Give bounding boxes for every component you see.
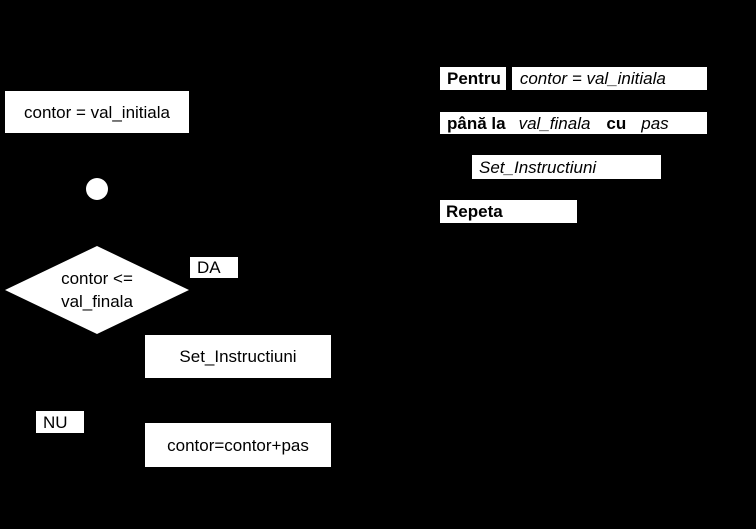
keyword-pentru: Pentru <box>447 69 501 88</box>
pseudocode-line-2: până la val_finala cu pas <box>440 112 707 134</box>
loop-body-box: Set_Instructiuni <box>145 335 331 378</box>
step-value: pas <box>641 113 669 133</box>
decision-diamond-shape <box>5 246 189 334</box>
pseudocode-line-1: Pentru contor = val_initiala <box>440 67 707 90</box>
yes-label-text: DA <box>197 258 221 277</box>
no-label-text: NU <box>43 412 68 432</box>
condition-line-1: contor <= <box>61 269 133 288</box>
junction-node <box>86 178 108 200</box>
keyword-cu: cu <box>606 113 627 133</box>
loop-body-text: Set_Instructiuni <box>179 347 297 366</box>
keyword-pana-la: până la <box>447 113 506 133</box>
separator-gap <box>505 67 512 90</box>
increment-box: contor=contor+pas <box>145 423 331 467</box>
loop-body-statement: Set_Instructiuni <box>479 157 597 177</box>
no-label: NU <box>36 411 84 433</box>
yes-label: DA <box>190 257 238 278</box>
init-assignment-text: contor = val_initiala <box>23 102 170 122</box>
final-value: val_finala <box>518 113 591 133</box>
keyword-repeta: Repeta <box>446 202 503 221</box>
init-expression: contor = val_initiala <box>519 69 666 88</box>
increment-text: contor=contor+pas <box>167 435 309 455</box>
condition-decision: contor <= val_finala <box>5 246 189 334</box>
condition-line-2: val_finala <box>61 292 133 311</box>
init-assignment-box: contor = val_initiala <box>5 91 189 133</box>
pseudocode-line-4: Repeta <box>440 200 577 223</box>
pseudocode-line-3: Set_Instructiuni <box>472 155 661 179</box>
